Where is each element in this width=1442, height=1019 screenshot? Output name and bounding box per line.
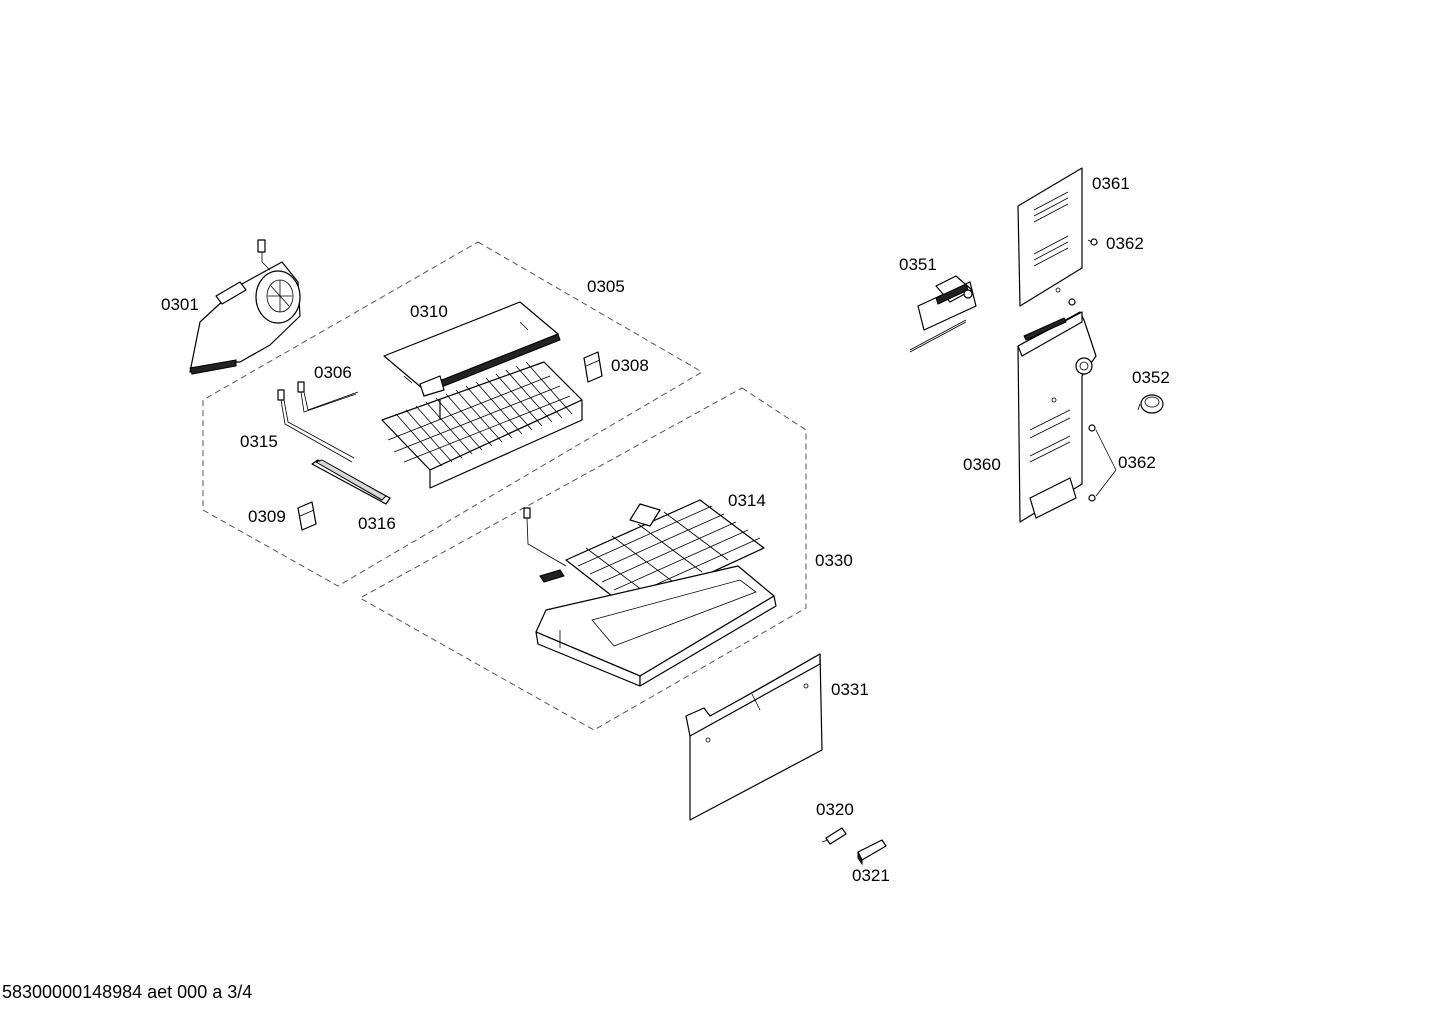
document-footer-id: 58300000148984 aet 000 a 3/4 (2, 982, 253, 1002)
panel-0361 (1017, 167, 1083, 307)
label-0320: 0320 (816, 800, 854, 819)
sensor-0306 (297, 381, 359, 413)
control-housing-0360 (1017, 311, 1097, 523)
label-0331: 0331 (831, 680, 869, 699)
label-0309: 0309 (248, 507, 286, 526)
label-0305: 0305 (587, 277, 625, 296)
screw-0362-top (1087, 238, 1098, 246)
drip-tray-0330 (535, 565, 777, 687)
pin-0320 (821, 827, 847, 845)
label-0310: 0310 (410, 302, 448, 321)
screw-0362-lower-b (1088, 494, 1096, 502)
screw-0362-lower-a (1088, 424, 1096, 432)
group-0305-boundary (202, 241, 703, 587)
grid-heater-0314 (523, 499, 765, 611)
label-0301: 0301 (161, 295, 199, 314)
drain-channel-0316 (311, 459, 391, 505)
label-0314: 0314 (728, 491, 766, 510)
clip-0308 (583, 351, 603, 383)
label-0330: 0330 (815, 551, 853, 570)
label-0362-bottom: 0362 (1118, 453, 1156, 472)
label-0316: 0316 (358, 514, 396, 533)
knob-0352 (1137, 394, 1164, 414)
leader-lines-0362 (1095, 429, 1117, 497)
label-0351: 0351 (899, 255, 937, 274)
front-cover-0331 (685, 653, 823, 821)
label-0321: 0321 (852, 866, 890, 885)
fan-housing-0301 (189, 239, 301, 375)
cover-plate-0310 (383, 301, 561, 397)
clip-0309 (297, 501, 317, 531)
evaporator-0314 (381, 361, 583, 489)
label-0315: 0315 (240, 432, 278, 451)
screw-0362-mid (1068, 298, 1076, 306)
label-0360: 0360 (963, 455, 1001, 474)
group-0330-boundary (358, 387, 807, 731)
heater-wire-0315 (277, 389, 355, 463)
label-0306: 0306 (314, 363, 352, 382)
thermostat-0351 (909, 275, 977, 353)
label-0352: 0352 (1132, 368, 1170, 387)
label-0308: 0308 (611, 356, 649, 375)
label-0362-top: 0362 (1106, 234, 1144, 253)
cap-0321 (857, 839, 887, 866)
label-0361: 0361 (1092, 174, 1130, 193)
